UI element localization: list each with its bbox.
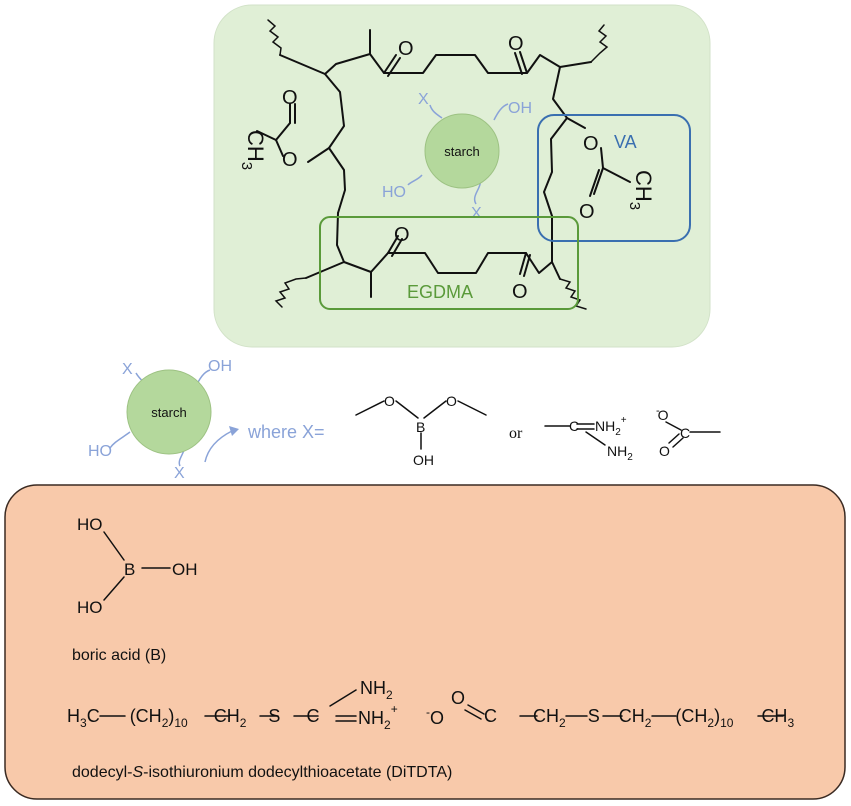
starch-ring-legend: starch X OH HO X	[88, 358, 232, 482]
borate-oh: OH	[413, 452, 434, 468]
boric-oh: OH	[172, 560, 198, 579]
polymer-o-left-ester: O	[282, 149, 298, 171]
oh-polymer: OH	[508, 100, 532, 117]
polymer-o-right-carbonyl: O	[579, 201, 595, 223]
acetate-o-minus: -O	[656, 405, 669, 423]
polymer-o-bottom-left: O	[394, 224, 410, 246]
isothiouronium-structure	[544, 423, 606, 446]
ditdta-nh2-bottom: NH2+	[358, 702, 398, 732]
boric-ho-top: HO	[77, 515, 103, 534]
acetate-structure	[665, 421, 721, 448]
egdma-label: EGDMA	[407, 282, 473, 302]
x-top-polymer: X	[418, 91, 429, 108]
va-label: VA	[614, 132, 637, 152]
ho-polymer: HO	[382, 184, 406, 201]
ditdta-nh2-top: NH2	[360, 678, 393, 702]
ditdta-bonds	[99, 689, 784, 722]
backbone	[256, 29, 631, 298]
iso-nh2-bottom: NH2	[607, 443, 633, 463]
polymer-o-bottom-right: O	[512, 281, 528, 303]
borate-b: B	[416, 419, 425, 435]
starch-label-legend: starch	[151, 405, 186, 420]
polymer-o-top-left: O	[398, 38, 414, 60]
x-bottom-legend: X	[174, 465, 185, 482]
x-bottom-polymer: X	[471, 205, 482, 222]
iso-c: C	[569, 418, 579, 434]
ch3-left: CH3	[238, 130, 268, 170]
ditdta-o-minus: O-	[426, 705, 444, 728]
acetate-o: O	[659, 443, 670, 459]
polymer-o-right-ester: O	[583, 133, 599, 155]
polymer-o-top-right: O	[508, 33, 524, 55]
ditdta-caption: dodecyl-S-isothiuronium dodecylthioaceta…	[72, 764, 452, 781]
starch-ring-polymer: starch X OH HO X	[382, 91, 532, 222]
starch-label-polymer: starch	[444, 144, 479, 159]
ho-legend: HO	[88, 443, 112, 460]
curved-arrow-icon	[204, 426, 239, 463]
boric-acid-caption: boric acid (B)	[72, 647, 166, 664]
borate-o-left: O	[384, 393, 395, 409]
borate-structure	[355, 400, 487, 450]
boric-ho-bottom: HO	[77, 598, 103, 617]
ch3-right: CH3	[626, 170, 656, 210]
polymer-o-left-carbonyl: O	[282, 87, 298, 109]
va-box	[537, 114, 691, 242]
egdma-box	[319, 216, 579, 310]
iso-nh2-top: NH2+	[595, 415, 627, 438]
acetate-c: C	[680, 425, 690, 441]
oh-legend: OH	[208, 358, 232, 375]
ditdta-o-carbonyl: O	[451, 688, 465, 708]
boric-b: B	[124, 560, 135, 579]
where-x-text: where X=	[247, 422, 325, 442]
wavy-chain-ends	[267, 19, 609, 310]
x-top-legend: X	[122, 361, 133, 378]
or-text: or	[509, 425, 523, 442]
reagent-panel	[4, 484, 846, 800]
boric-acid-structure	[103, 531, 171, 601]
borate-o-right: O	[446, 393, 457, 409]
